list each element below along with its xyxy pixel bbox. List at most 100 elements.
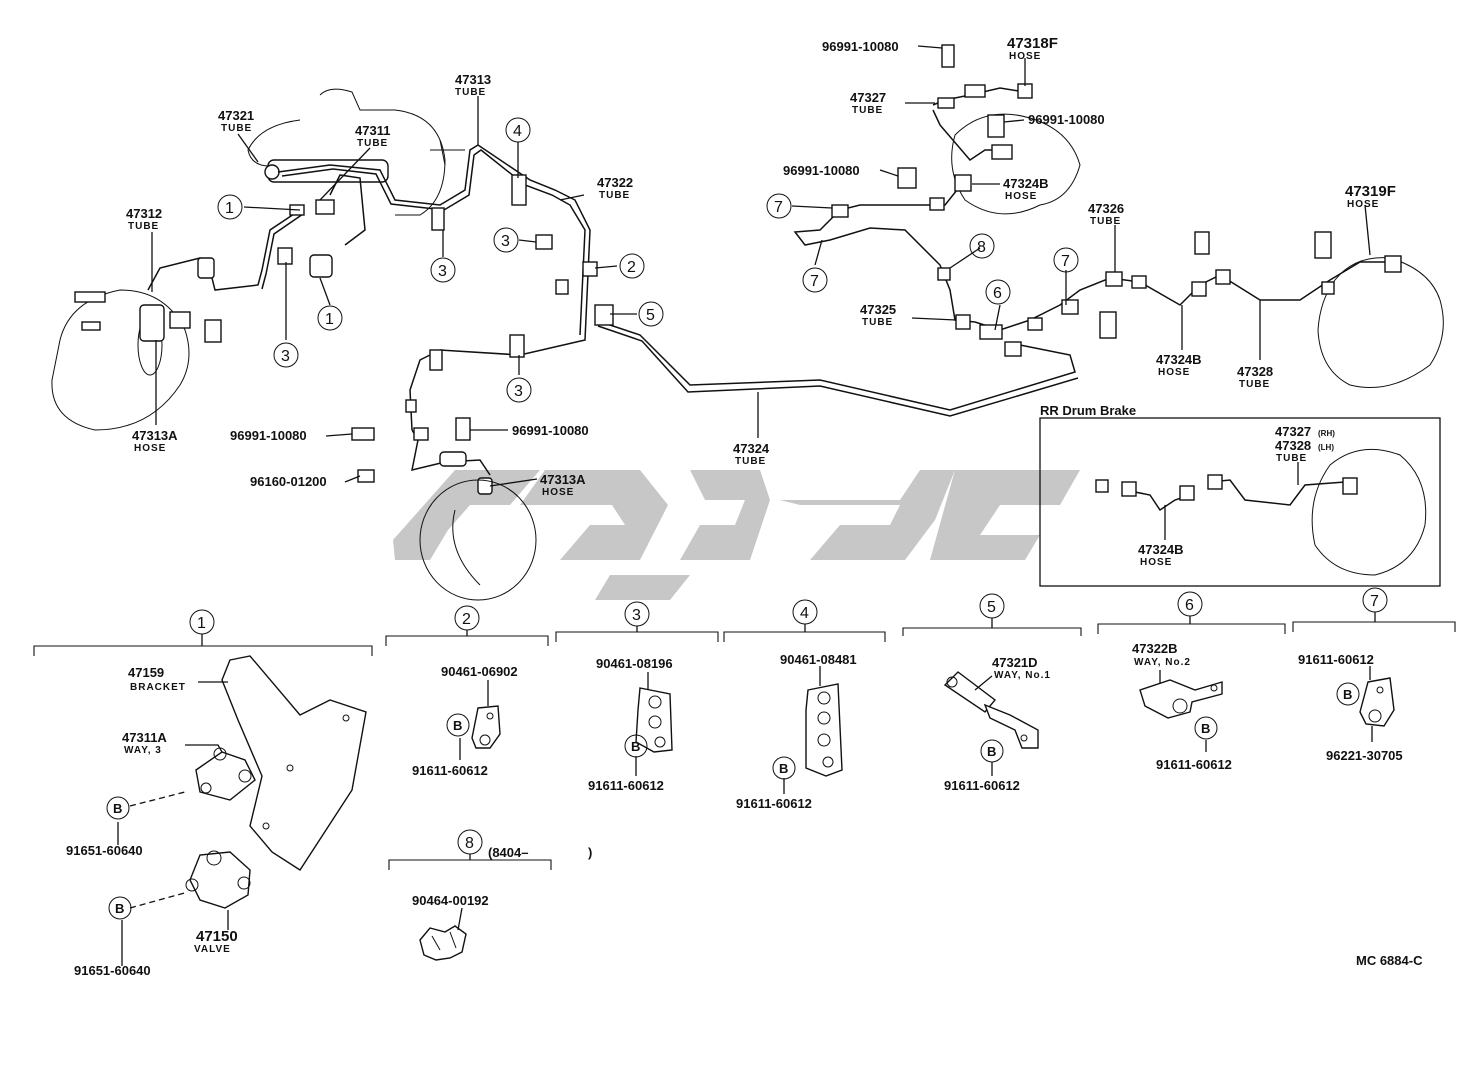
- rr-label-tube: TUBE: [1276, 453, 1307, 464]
- group-2-parts: B 90461-06902 91611-60612: [412, 664, 518, 778]
- group-callout-7: 7: [1370, 593, 1379, 610]
- g1-bracket: BRACKET: [130, 682, 186, 693]
- label-47327: 47327: [850, 90, 886, 105]
- rr-label-47327: 47327: [1275, 424, 1311, 439]
- g2-bot: 91611-60612: [412, 763, 488, 778]
- rr-drum-title: RR Drum Brake: [1040, 403, 1136, 418]
- label-47324b-top-hose: HOSE: [1005, 191, 1037, 202]
- bolt-b: B: [453, 718, 462, 733]
- g5-bot: 91611-60612: [944, 778, 1020, 793]
- group-5-parts: B 47321D WAY, No.1 91611-60612: [943, 655, 1051, 793]
- detail-brackets: [33, 612, 1456, 870]
- label-47312-tube: TUBE: [128, 221, 159, 232]
- label-47325: 47325: [860, 302, 896, 317]
- group-callout-8: 8: [465, 835, 474, 852]
- label-47319f: 47319F: [1345, 183, 1396, 200]
- g1-47159: 47159: [128, 665, 164, 680]
- label-47325-tube: TUBE: [862, 317, 893, 328]
- label-47328-tube: TUBE: [1239, 379, 1270, 390]
- master-cylinder-assembly: [147, 88, 1079, 495]
- label-47313a-left-hose: HOSE: [134, 443, 166, 454]
- group-7-parts: B 91611-60612 96221-30705: [1298, 652, 1403, 763]
- label-47322: 47322: [597, 175, 633, 190]
- callout-3: 3: [514, 383, 523, 400]
- label-47318f: 47318F: [1007, 35, 1058, 52]
- bolt-b: B: [987, 744, 996, 759]
- label-47328: 47328: [1237, 364, 1273, 379]
- front-left-brake: [51, 289, 222, 431]
- label-96991-a: 96991-10080: [230, 428, 307, 443]
- label-47319f-hose: HOSE: [1347, 199, 1379, 210]
- label-47327-tube: TUBE: [852, 105, 883, 116]
- label-47324b-mid: 47324B: [1156, 352, 1202, 367]
- g5-way: WAY, No.1: [994, 670, 1051, 681]
- group-4-parts: B 90461-08481 91611-60612: [736, 652, 857, 811]
- g4-bot: 91611-60612: [736, 796, 812, 811]
- bolt-b: B: [779, 761, 788, 776]
- label-47313a-right-hose: HOSE: [542, 487, 574, 498]
- g6-way: WAY, No.2: [1134, 657, 1191, 668]
- label-47313a-left: 47313A: [132, 428, 178, 443]
- g3-top: 90461-08196: [596, 656, 673, 671]
- callout-5: 5: [646, 307, 655, 324]
- callout-2: 2: [627, 259, 636, 276]
- label-47322-tube: TUBE: [599, 190, 630, 201]
- label-47324b-top: 47324B: [1003, 176, 1049, 191]
- label-96160: 96160-01200: [250, 474, 327, 489]
- g5-top: 47321D: [992, 655, 1038, 670]
- callout-1: 1: [225, 200, 234, 217]
- group-callout-5: 5: [987, 599, 996, 616]
- label-47324: 47324: [733, 441, 770, 456]
- g8-date: (8404–: [488, 845, 528, 860]
- rr-label-47328: 47328: [1275, 438, 1311, 453]
- g1-47311a: 47311A: [122, 730, 167, 745]
- group-callout-4: 4: [800, 605, 809, 622]
- bolt-b: B: [631, 739, 640, 754]
- g2-top: 90461-06902: [441, 664, 518, 679]
- rear-brake-lines: [793, 44, 1444, 388]
- label-47326-tube: TUBE: [1090, 216, 1121, 227]
- label-47321: 47321: [218, 108, 254, 123]
- label-47321-tube: TUBE: [221, 123, 252, 134]
- bolt-b: B: [1343, 687, 1352, 702]
- g1-91651a: 91651-60640: [66, 843, 143, 858]
- callout-3: 3: [501, 233, 510, 250]
- label-96991-e: 96991-10080: [783, 163, 860, 178]
- bolt-b: B: [115, 901, 124, 916]
- group-6-parts: B 47322B WAY, No.2 91611-60612: [1132, 641, 1232, 772]
- watermark-logo: [393, 470, 1080, 600]
- group-callout-1: 1: [197, 615, 206, 632]
- g1-way3: WAY, 3: [124, 745, 162, 756]
- g6-top: 47322B: [1132, 641, 1178, 656]
- group-8-parts: (8404– ) 90464-00192: [412, 845, 592, 961]
- diagram-code: MC 6884-C: [1356, 953, 1423, 968]
- bolt-b: B: [1201, 721, 1210, 736]
- front-right-brake: [419, 479, 537, 601]
- g7-bot: 96221-30705: [1326, 748, 1403, 763]
- label-47313a-right: 47313A: [540, 472, 586, 487]
- top-labels: 47313 TUBE 47321 TUBE 47311 TUBE 47312 T…: [126, 35, 1396, 568]
- label-47313-tube: TUBE: [455, 87, 486, 98]
- g4-top: 90461-08481: [780, 652, 857, 667]
- callout-1: 1: [325, 311, 334, 328]
- group-callout-2: 2: [462, 611, 471, 628]
- g1-valve: VALVE: [194, 944, 231, 955]
- g3-bot: 91611-60612: [588, 778, 664, 793]
- g1-47150: 47150: [196, 928, 238, 945]
- callouts-top: 1 1 3 3 3 3 4 2 5 7 7 8 6 7: [217, 117, 1079, 403]
- label-47324-tube: TUBE: [735, 456, 766, 467]
- g1-91651b: 91651-60640: [74, 963, 151, 978]
- g8-close: ): [588, 845, 592, 860]
- label-96991-c: 96991-10080: [822, 39, 899, 54]
- rr-label-hose: HOSE: [1140, 557, 1172, 568]
- group-3-parts: B 90461-08196 91611-60612: [588, 656, 673, 793]
- bolt-b: B: [113, 801, 122, 816]
- label-47311: 47311: [355, 123, 390, 138]
- callout-6: 6: [993, 285, 1002, 302]
- callout-7: 7: [774, 199, 783, 216]
- label-47326: 47326: [1088, 201, 1124, 216]
- g6-bot: 91611-60612: [1156, 757, 1232, 772]
- rr-label-47324b: 47324B: [1138, 542, 1184, 557]
